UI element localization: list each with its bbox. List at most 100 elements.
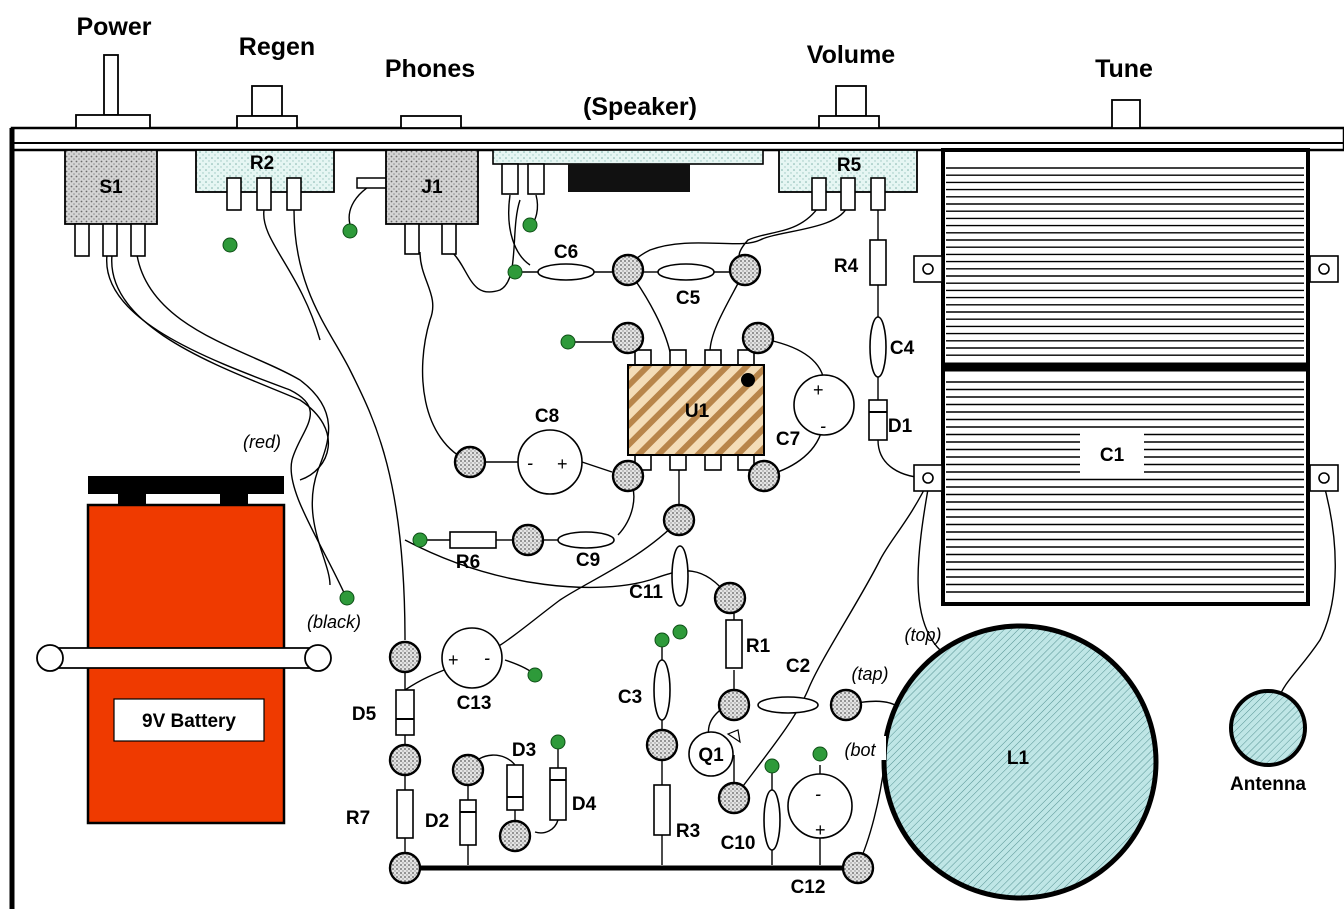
c7-plus: + [813,380,824,400]
r2-label: R2 [250,153,274,174]
ground-point [672,624,688,640]
c6-capacitor [537,263,595,281]
tune-shaft [1111,99,1141,129]
u1-pin [704,454,722,471]
l1-label: L1 [1007,748,1030,769]
r5-potentiometer: R5 [778,149,918,211]
c13-capacitor [441,627,503,689]
solder-pad [717,688,751,722]
c8-minus: - [527,453,533,473]
c7-label: C7 [776,429,800,450]
d2-diode [459,799,477,846]
battery-strap [45,647,323,669]
c7-minus: - [820,416,826,436]
c13-label: C13 [457,693,492,714]
power-toggle [103,54,119,116]
ground-point [412,532,428,548]
solder-pad [611,253,645,287]
discrete-parts: C6 C5 R4 C4 D1 + - C7 - + C8 R6 C9 C11 [346,239,915,898]
r3-label: R3 [676,821,700,842]
solder-pad [388,851,422,885]
c2-label: C2 [786,656,810,677]
ground-point [812,746,828,762]
battery: 9V Battery [36,476,332,825]
d1-label: D1 [888,416,913,437]
c11-capacitor [671,545,689,607]
solder-pad [498,819,532,853]
q1-label: Q1 [698,745,724,766]
solder-pad [717,781,751,815]
d4-label: D4 [572,794,597,815]
ground-point [339,590,355,606]
c3-capacitor [653,659,671,721]
ground-point [560,334,576,350]
c3-label: C3 [618,687,642,708]
ground-point [342,223,358,239]
r1-label: R1 [746,636,771,657]
d3-label: D3 [512,740,536,761]
c10-capacitor [763,789,781,851]
u1-pin [634,349,652,366]
c8-plus: + [557,454,568,474]
u1-pin [669,454,687,471]
tap-lead-label: (tap) [851,664,888,684]
antenna-terminal [1229,689,1307,767]
volume-shaft [835,85,867,117]
c1-tuning-capacitor: C1 [913,148,1339,606]
solder-pad [611,321,645,355]
ground-point [550,734,566,750]
c12-minus: - [815,784,821,804]
solder-pad [611,459,645,493]
ground-point [507,264,523,280]
c5-label: C5 [676,288,701,309]
ground-points [222,217,828,774]
tune-label: Tune [1095,55,1153,83]
ground-point [522,217,538,233]
r6-label: R6 [456,552,480,573]
solder-pad [713,581,747,615]
r7-resistor [396,789,414,839]
d5-diode [395,689,415,736]
d1-diode [868,399,888,441]
chassis [9,126,1344,909]
s1-switch: S1 [64,149,158,257]
phones-nut [400,115,462,129]
solder-pads [388,253,875,885]
antenna: Antenna [1229,689,1307,795]
s1-label: S1 [99,177,123,198]
c6-label: C6 [554,242,578,263]
ground-point [764,758,780,774]
phones-label: Phones [385,55,475,83]
solder-pad [741,321,775,355]
u1-pin [669,349,687,366]
power-label: Power [76,13,151,41]
r3-resistor [653,784,671,836]
c13-plus: + [448,650,459,670]
r7-label: R7 [346,808,370,829]
regen-label: Regen [239,33,315,61]
speaker [492,149,764,195]
r4-resistor [869,239,887,286]
solder-pad [747,459,781,493]
solder-pad [453,445,487,479]
c13-minus: - [484,648,490,668]
c4-label: C4 [890,338,915,359]
c8-capacitor [517,429,583,495]
q1-transistor [688,731,734,777]
d3-diode [506,764,524,811]
solder-pad [841,851,875,885]
r1-resistor [725,619,743,669]
c12-plus: + [815,820,826,840]
j1-jack: J1 [385,149,479,255]
bottom-lead-label: (bot [844,740,876,760]
j1-label: J1 [421,177,443,198]
battery-label: 9V Battery [142,711,236,732]
control-labels: Power Regen Phones (Speaker) Volume Tune [76,13,1153,121]
solder-pad [451,753,485,787]
antenna-label: Antenna [1230,774,1306,795]
pin1-marker [741,373,755,387]
top-lead-label: (top) [904,625,941,645]
d5-label: D5 [352,704,377,725]
